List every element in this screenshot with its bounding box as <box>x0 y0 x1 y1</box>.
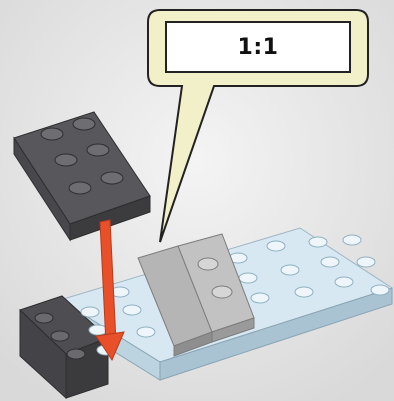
scale-label: 1:1 <box>166 22 350 72</box>
